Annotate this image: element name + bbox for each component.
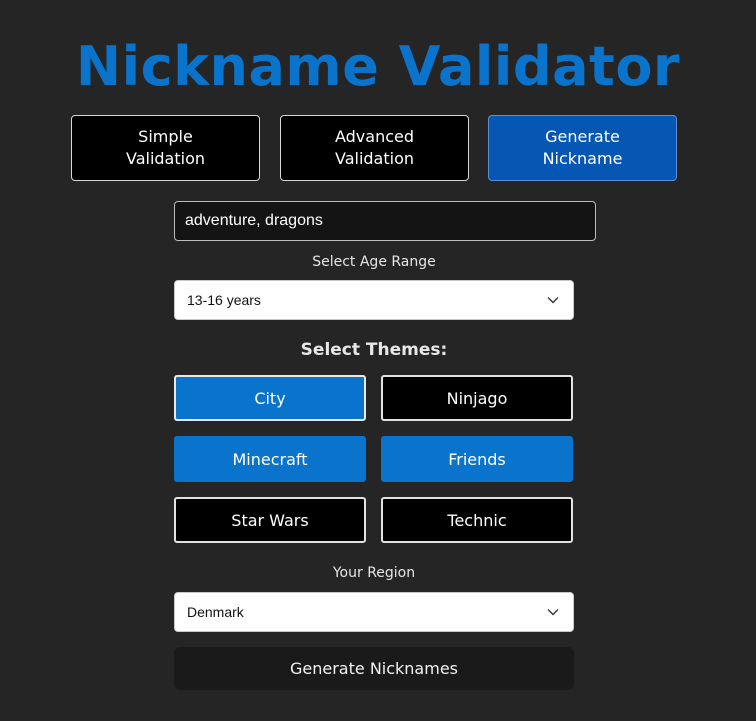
page-title: Nickname Validator bbox=[75, 35, 681, 98]
age-range-select[interactable]: 13-16 years bbox=[174, 280, 574, 320]
themes-heading: Select Themes: bbox=[300, 340, 448, 360]
chevron-down-icon bbox=[547, 297, 559, 304]
theme-ninjago-label: Ninjago bbox=[446, 388, 508, 408]
theme-star-wars-label: Star Wars bbox=[231, 510, 309, 530]
age-range-label: Select Age Range bbox=[312, 254, 436, 270]
theme-star-wars-button[interactable]: Star Wars bbox=[174, 497, 366, 543]
simple-validation-label: Simple Validation bbox=[125, 127, 205, 168]
chevron-down-icon bbox=[547, 609, 559, 616]
theme-city-label: City bbox=[254, 388, 286, 408]
region-select[interactable]: Denmark bbox=[174, 592, 574, 632]
generate-nicknames-button[interactable]: Generate Nicknames bbox=[174, 647, 574, 690]
generate-nicknames-label: Generate Nicknames bbox=[290, 659, 458, 678]
age-range-value: 13-16 years bbox=[187, 292, 261, 308]
theme-city-button[interactable]: City bbox=[174, 375, 366, 421]
simple-validation-button[interactable]: Simple Validation bbox=[71, 115, 260, 181]
theme-technic-button[interactable]: Technic bbox=[381, 497, 573, 543]
theme-ninjago-button[interactable]: Ninjago bbox=[381, 375, 573, 421]
theme-friends-label: Friends bbox=[448, 449, 506, 469]
advanced-validation-label: Advanced Validation bbox=[334, 127, 415, 168]
theme-friends-button[interactable]: Friends bbox=[381, 436, 573, 482]
keywords-input[interactable] bbox=[174, 201, 596, 241]
advanced-validation-button[interactable]: Advanced Validation bbox=[280, 115, 469, 181]
region-value: Denmark bbox=[187, 604, 244, 620]
generate-nickname-label: Generate Nickname bbox=[542, 127, 623, 168]
theme-minecraft-button[interactable]: Minecraft bbox=[174, 436, 366, 482]
theme-technic-label: Technic bbox=[447, 510, 507, 530]
generate-nickname-button[interactable]: Generate Nickname bbox=[488, 115, 677, 181]
theme-minecraft-label: Minecraft bbox=[232, 449, 308, 469]
region-label: Your Region bbox=[332, 565, 416, 581]
